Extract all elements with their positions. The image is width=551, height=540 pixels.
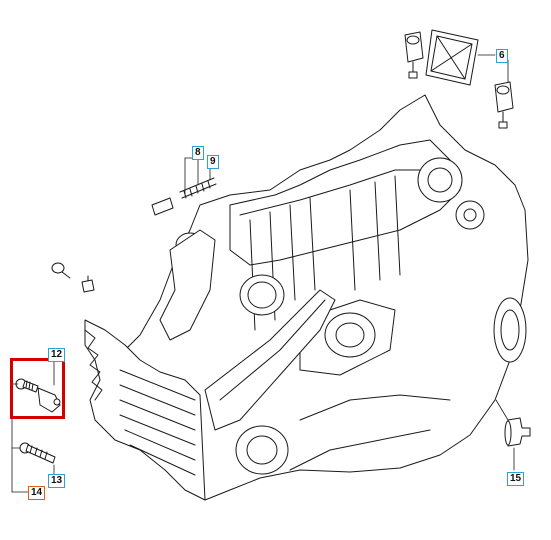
screw-with-clip <box>15 378 61 413</box>
rubber-mount-top <box>404 31 424 79</box>
front-grille-plate <box>84 319 206 501</box>
highlight-box <box>10 358 65 419</box>
small-nipple <box>81 275 95 293</box>
callout-12[interactable]: 12 <box>48 348 66 362</box>
callout-14[interactable]: 14 <box>28 486 46 500</box>
small-screw <box>51 262 71 279</box>
callout-15[interactable]: 15 <box>507 472 525 486</box>
rubber-mount-right <box>494 81 514 129</box>
callout-9[interactable]: 9 <box>207 155 219 169</box>
callout-13[interactable]: 13 <box>48 474 66 488</box>
callout-8[interactable]: 8 <box>192 146 204 160</box>
bolt <box>19 442 56 464</box>
plug-part <box>504 417 531 447</box>
callout-6[interactable]: 6 <box>496 49 508 63</box>
air-filter-gasket <box>425 29 479 86</box>
upper-left-bracket <box>159 229 216 341</box>
